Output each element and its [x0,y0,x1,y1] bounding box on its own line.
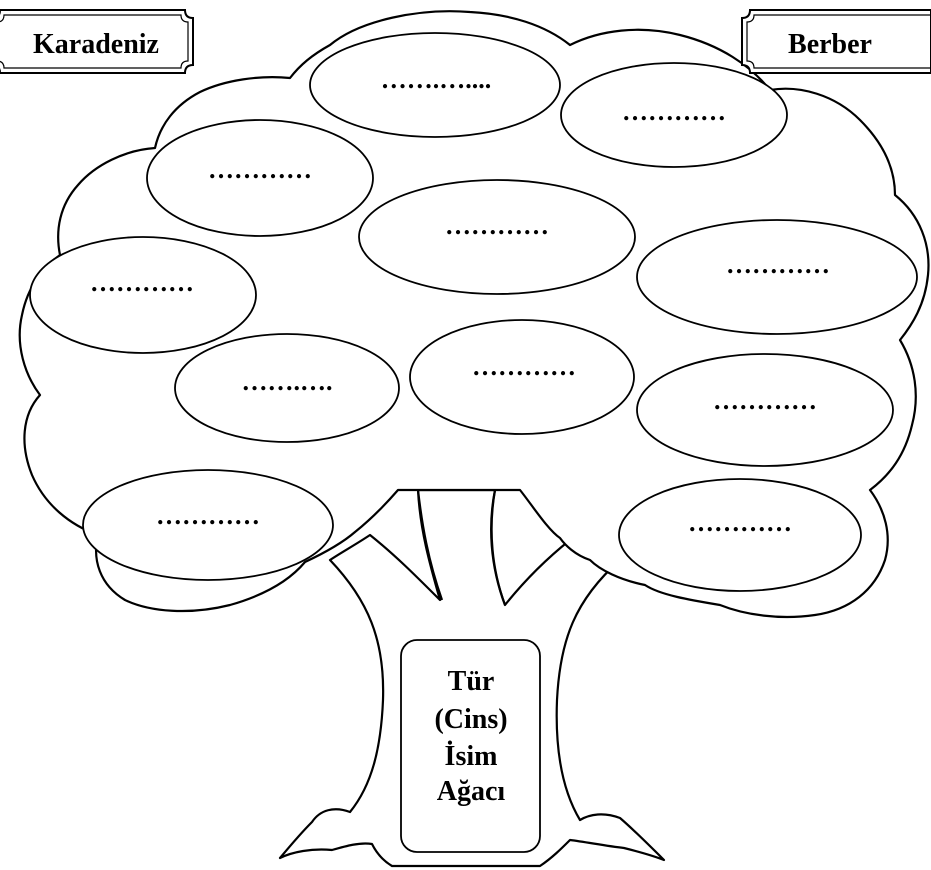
leaf-ellipse[interactable] [560,62,788,168]
leaf-ellipse[interactable] [82,469,334,581]
leaf-placeholder-text: ………… [445,211,549,240]
leaf-ellipse[interactable] [636,219,918,335]
leaf-ellipse[interactable] [636,353,894,467]
leaf-placeholder-text: ………… [208,155,312,184]
trunk-title-line-1: Tür [448,666,495,697]
leaf-ellipse[interactable] [29,236,257,354]
trunk-title-box: Tür (Cins) İsim Ağacı [400,639,541,853]
label-plaque-right: Berber [741,9,931,74]
trunk-title-line-3: İsim [445,741,498,772]
leaf-ellipse[interactable] [146,119,374,237]
leaf-placeholder-text: ………… [622,97,726,126]
leaf-placeholder-text: …….…. [242,367,333,396]
leaf-texts: …….….... ………… ………… ………… ………… ………… …….…. … [90,65,830,537]
leaf-placeholder-text: ………… [726,250,830,279]
label-plaque-left: Karadeniz [0,9,194,74]
leaf-placeholder-text: ………… [156,501,260,530]
leaf-placeholder-text: ………… [713,386,817,415]
label-karadeniz: Karadeniz [33,29,159,60]
leaf-ellipse[interactable] [358,179,636,295]
leaf-ellipse[interactable] [618,478,862,592]
leaf-ellipse[interactable] [409,319,635,435]
leaf-placeholder-text: ………… [90,268,194,297]
trunk-title-line-4: Ağacı [437,776,506,807]
leaf-placeholder-text: ………… [472,352,576,381]
leaf-ellipse[interactable] [174,333,400,443]
leaf-placeholder-text: ………… [688,508,792,537]
leaf-ellipses [29,32,918,592]
leaf-placeholder-text: …….….... [381,65,492,94]
label-berber: Berber [788,29,872,60]
trunk-title-line-2: (Cins) [434,704,507,735]
leaf-ellipse[interactable] [309,32,561,138]
